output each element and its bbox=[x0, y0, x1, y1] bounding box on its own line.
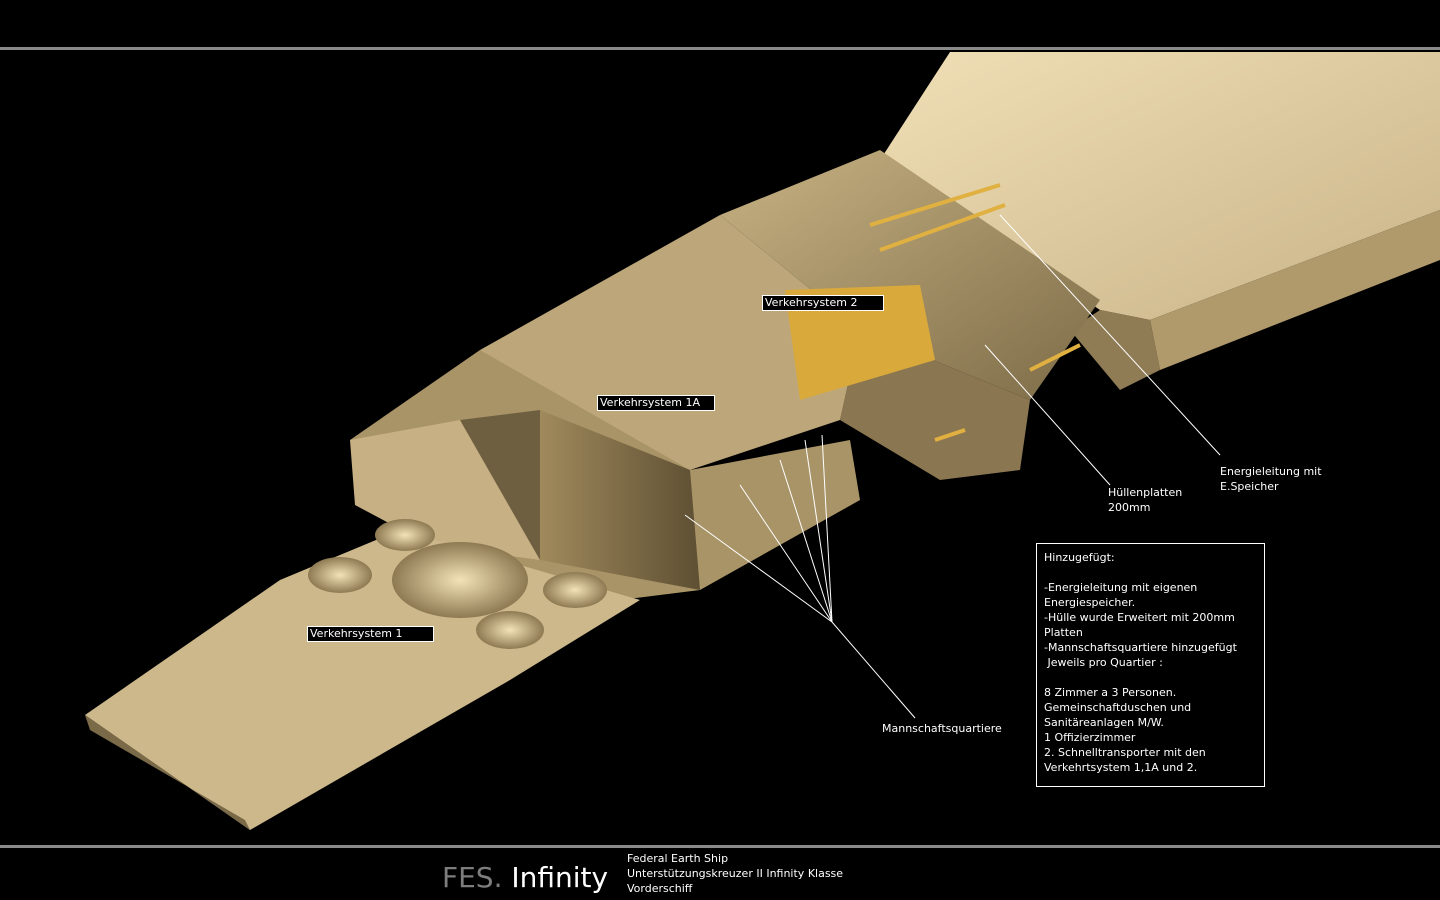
leader-lines bbox=[684, 214, 1221, 719]
label-line: 200mm bbox=[1108, 501, 1151, 514]
info-line: 1 Offizierzimmer bbox=[1044, 731, 1136, 744]
info-line: Jeweils pro Quartier : bbox=[1044, 656, 1163, 669]
label-line: Hüllenplatten bbox=[1108, 486, 1183, 499]
label-verkehrsystem-2: Verkehrsystem 2 bbox=[762, 295, 884, 311]
top-divider bbox=[0, 47, 1440, 50]
info-box: Hinzugefügt: -Energieleitung mit eigenen… bbox=[1036, 543, 1265, 787]
info-line: Sanitäreanlagen M/W. bbox=[1044, 716, 1164, 729]
label-mannschaftsquartiere: Mannschaftsquartiere bbox=[882, 722, 1002, 735]
info-line: Hinzugefügt: bbox=[1044, 551, 1115, 564]
label-energieleitung: Energieleitung mit E.Speicher bbox=[1220, 464, 1322, 494]
label-huellenplatten: Hüllenplatten 200mm bbox=[1108, 485, 1182, 515]
label-verkehrsystem-1a: Verkehrsystem 1A bbox=[597, 395, 715, 411]
bottom-divider bbox=[0, 845, 1440, 848]
subtitle-line: Vorderschiff bbox=[627, 882, 693, 895]
subtitle-line: Federal Earth Ship bbox=[627, 852, 729, 865]
info-line bbox=[1044, 565, 1264, 580]
info-line: 8 Zimmer a 3 Personen. bbox=[1044, 686, 1177, 699]
ship-subtitle: Federal Earth Ship Unterstützungskreuzer… bbox=[627, 851, 843, 896]
info-line: -Mannschaftsquartiere hinzugefügt bbox=[1044, 641, 1237, 654]
info-line bbox=[1044, 670, 1264, 685]
info-line: Platten bbox=[1044, 626, 1083, 639]
ship-title: FES. Infinity bbox=[442, 860, 608, 896]
forward-block bbox=[350, 350, 860, 600]
info-line: Energiespeicher. bbox=[1044, 596, 1136, 609]
energy-conduits bbox=[869, 183, 1081, 442]
info-line: Verkehrtsystem 1,1A und 2. bbox=[1044, 761, 1198, 774]
title-prefix: FES. bbox=[442, 861, 503, 894]
title-name: Infinity bbox=[511, 861, 609, 894]
info-line: -Energieleitung mit eigenen bbox=[1044, 581, 1198, 594]
label-line: E.Speicher bbox=[1220, 480, 1279, 493]
label-line: Energieleitung mit bbox=[1220, 465, 1322, 478]
forward-deck bbox=[85, 519, 640, 830]
info-line: Gemeinschaftduschen und bbox=[1044, 701, 1192, 714]
info-line: 2. Schnelltransporter mit den bbox=[1044, 746, 1206, 759]
label-verkehrsystem-1: Verkehrsystem 1 bbox=[307, 626, 434, 642]
info-line: -Hülle wurde Erweitert mit 200mm bbox=[1044, 611, 1235, 624]
subtitle-line: Unterstützungskreuzer II Infinity Klasse bbox=[627, 867, 844, 880]
